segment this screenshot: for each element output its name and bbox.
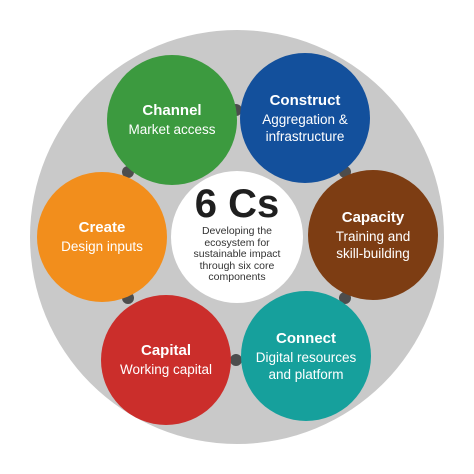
node-subtitle: Design inputs [61, 238, 143, 255]
connector-dot [230, 354, 242, 366]
node-subtitle: Working capital [120, 361, 212, 378]
node-subtitle: Market access [128, 121, 215, 138]
node-line: skill-building [336, 245, 410, 261]
node-line: Training and [335, 228, 411, 244]
node-line: Working capital [119, 362, 213, 377]
node-title: Capital [140, 342, 191, 359]
node-connect: Connect Digital resources and platform [241, 291, 371, 421]
node-capacity: Capacity Training and skill-building [308, 170, 438, 300]
center-line: components [208, 271, 266, 284]
node-line: infrastructure [265, 128, 345, 144]
center-line: through six core [199, 259, 275, 272]
center-line: Developing the [201, 225, 273, 238]
center-hub: 6 Cs Developing the ecosystem for sustai… [172, 172, 302, 302]
node-title: Connect [276, 329, 336, 347]
node-subtitle: Aggregation & infrastructure [262, 111, 348, 145]
node-title: Capacity [341, 208, 405, 226]
node-title: Channel [142, 102, 202, 119]
node-create: Create Design inputs [37, 172, 167, 302]
node-line: and platform [268, 366, 344, 382]
node-title: Create [78, 219, 126, 236]
node-line: Aggregation & [262, 111, 348, 127]
node-subtitle: Digital resources and platform [256, 349, 357, 383]
node-title: Construct [269, 91, 341, 109]
center-line: ecosystem for [204, 236, 270, 249]
center-subtitle: Developing the ecosystem for sustainable… [194, 226, 281, 284]
node-line: Market access [128, 122, 216, 137]
node-subtitle: Training and skill-building [336, 228, 411, 262]
node-channel: Channel Market access [107, 55, 237, 185]
node-construct: Construct Aggregation & infrastructure [240, 53, 370, 183]
center-line: sustainable impact [193, 248, 281, 261]
center-title: 6 Cs [194, 182, 280, 227]
node-capital: Capital Working capital [101, 295, 231, 425]
node-line: Design inputs [61, 239, 143, 254]
node-line: Digital resources [255, 349, 357, 365]
